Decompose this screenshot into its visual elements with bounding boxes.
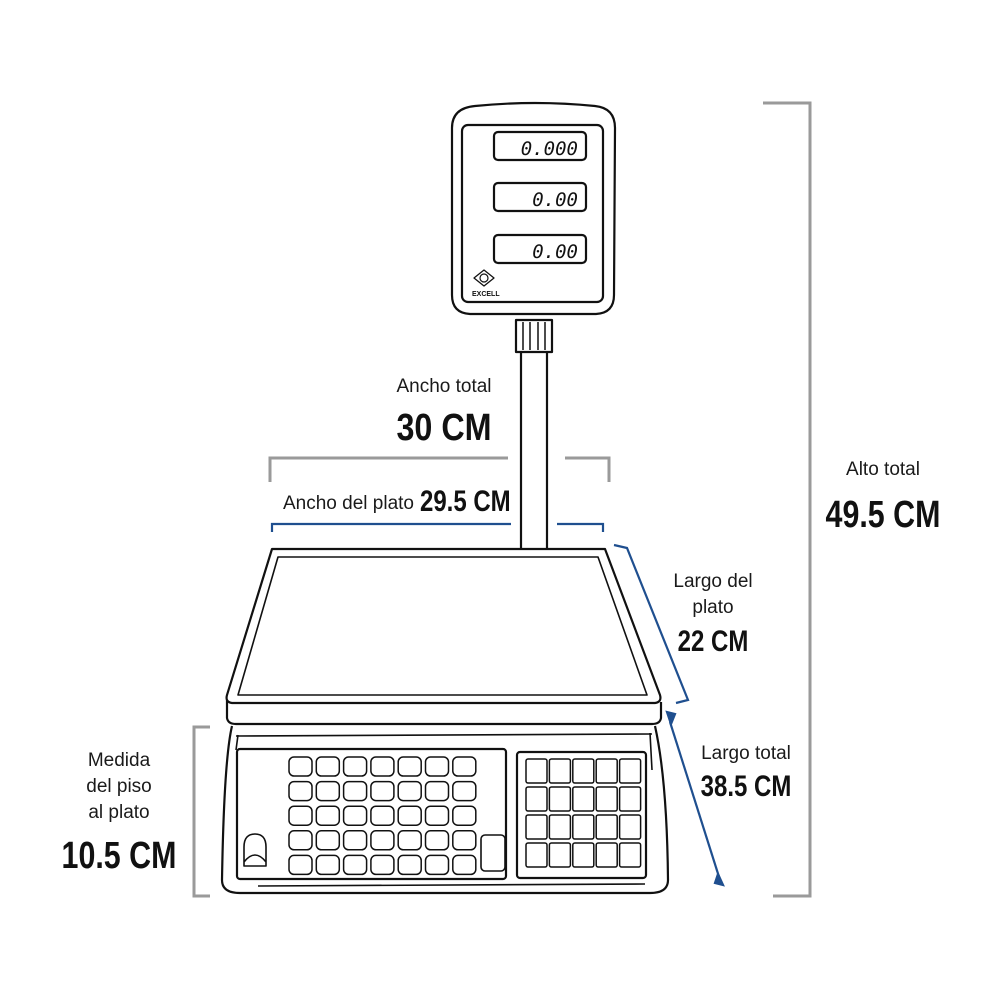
numpad-key[interactable] [572, 758, 595, 784]
preset-key[interactable] [397, 780, 422, 802]
largo-plato-label-1: Largo del [673, 571, 752, 592]
preset-key[interactable] [315, 805, 341, 826]
level-indicator-icon [243, 833, 267, 867]
numpad-key[interactable] [572, 842, 595, 868]
alto-total-label: Alto total [846, 459, 920, 480]
lcd-weight [492, 130, 588, 162]
preset-key[interactable] [288, 854, 313, 876]
piso-plato-bracket [192, 725, 210, 898]
lcd-total-value: 0.00 [532, 241, 578, 263]
pole [519, 352, 549, 548]
preset-key[interactable] [315, 756, 341, 777]
ancho-plato-label: Ancho del plato [283, 493, 414, 514]
preset-key[interactable] [370, 830, 395, 851]
ancho-total-label: Ancho total [396, 376, 491, 397]
pole-collar [514, 318, 554, 354]
numpad-key[interactable] [548, 786, 572, 812]
enter-key[interactable] [480, 834, 506, 872]
numpad-key[interactable] [525, 786, 548, 812]
lcd-price [492, 181, 588, 213]
largo-plato-label-2: plato [692, 597, 733, 618]
alto-total-value: 49.5 CM [826, 494, 941, 536]
platter-inner [237, 556, 648, 696]
numpad-key[interactable] [525, 814, 548, 840]
weighing-platter [225, 547, 662, 705]
preset-key[interactable] [397, 805, 422, 826]
keyboard-panel [235, 747, 508, 881]
preset-key[interactable] [370, 756, 395, 777]
excell-logo-icon [473, 269, 495, 287]
ancho-total-value: 30 CM [396, 407, 491, 449]
preset-key[interactable] [288, 805, 313, 826]
numpad-key[interactable] [525, 758, 548, 784]
preset-key[interactable] [315, 780, 341, 802]
numpad-key[interactable] [618, 786, 642, 812]
numpad-key[interactable] [548, 842, 572, 868]
largo-total-label: Largo total [701, 743, 791, 764]
display-panel [460, 123, 605, 304]
numpad-key[interactable] [548, 758, 572, 784]
preset-key[interactable] [342, 830, 368, 851]
preset-key[interactable] [424, 854, 450, 876]
piso-plato-value: 10.5 CM [62, 835, 177, 877]
preset-key[interactable] [370, 805, 395, 826]
numpad-key[interactable] [595, 842, 618, 868]
preset-key[interactable] [288, 756, 313, 777]
ancho-plato-value: 29.5 CM [420, 483, 511, 517]
display-head [450, 101, 617, 316]
piso-plato-label-2: del piso [86, 776, 152, 797]
preset-key[interactable] [397, 756, 422, 777]
lcd-total [492, 233, 588, 265]
lcd-price-value: 0.00 [532, 189, 578, 211]
lcd-weight-value: 0.000 [521, 138, 578, 160]
numpad-key[interactable] [618, 758, 642, 784]
numpad-key[interactable] [572, 786, 595, 812]
preset-key[interactable] [397, 830, 422, 851]
numpad-key[interactable] [572, 814, 595, 840]
numpad-key[interactable] [595, 758, 618, 784]
numpad-key[interactable] [595, 786, 618, 812]
preset-key[interactable] [370, 780, 395, 802]
numpad-key[interactable] [618, 814, 642, 840]
largo-total-value: 38.5 CM [701, 768, 792, 802]
preset-key[interactable] [370, 854, 395, 876]
preset-key[interactable] [342, 756, 368, 777]
preset-key[interactable] [424, 780, 450, 802]
preset-key[interactable] [452, 854, 477, 876]
preset-key[interactable] [315, 854, 341, 876]
scale-base [220, 725, 670, 895]
numpad-key[interactable] [595, 814, 618, 840]
preset-key[interactable] [452, 805, 477, 826]
largo-plato-bracket [613, 543, 690, 705]
numpad-panel [515, 750, 648, 880]
piso-plato-label-1: Medida [88, 750, 151, 771]
preset-key[interactable] [342, 805, 368, 826]
preset-key[interactable] [288, 830, 313, 851]
preset-key[interactable] [397, 854, 422, 876]
preset-key[interactable] [452, 780, 477, 802]
preset-key[interactable] [288, 780, 313, 802]
numpad-key[interactable] [548, 814, 572, 840]
ancho-total-bracket [268, 456, 611, 482]
preset-key[interactable] [342, 854, 368, 876]
preset-key[interactable] [342, 780, 368, 802]
numpad-key[interactable] [525, 842, 548, 868]
largo-plato-value: 22 CM [678, 623, 749, 657]
piso-plato-label-3: al plato [88, 802, 149, 823]
brand-name: EXCELL [472, 291, 500, 298]
preset-key[interactable] [424, 830, 450, 851]
preset-key[interactable] [424, 756, 450, 777]
numpad-key[interactable] [618, 842, 642, 868]
alto-total-bracket [763, 101, 812, 898]
preset-key[interactable] [315, 830, 341, 851]
preset-key[interactable] [452, 756, 477, 777]
preset-key[interactable] [424, 805, 450, 826]
largo-total-arrow [668, 721, 722, 881]
ancho-plato-bracket [270, 522, 605, 532]
preset-key[interactable] [452, 830, 477, 851]
